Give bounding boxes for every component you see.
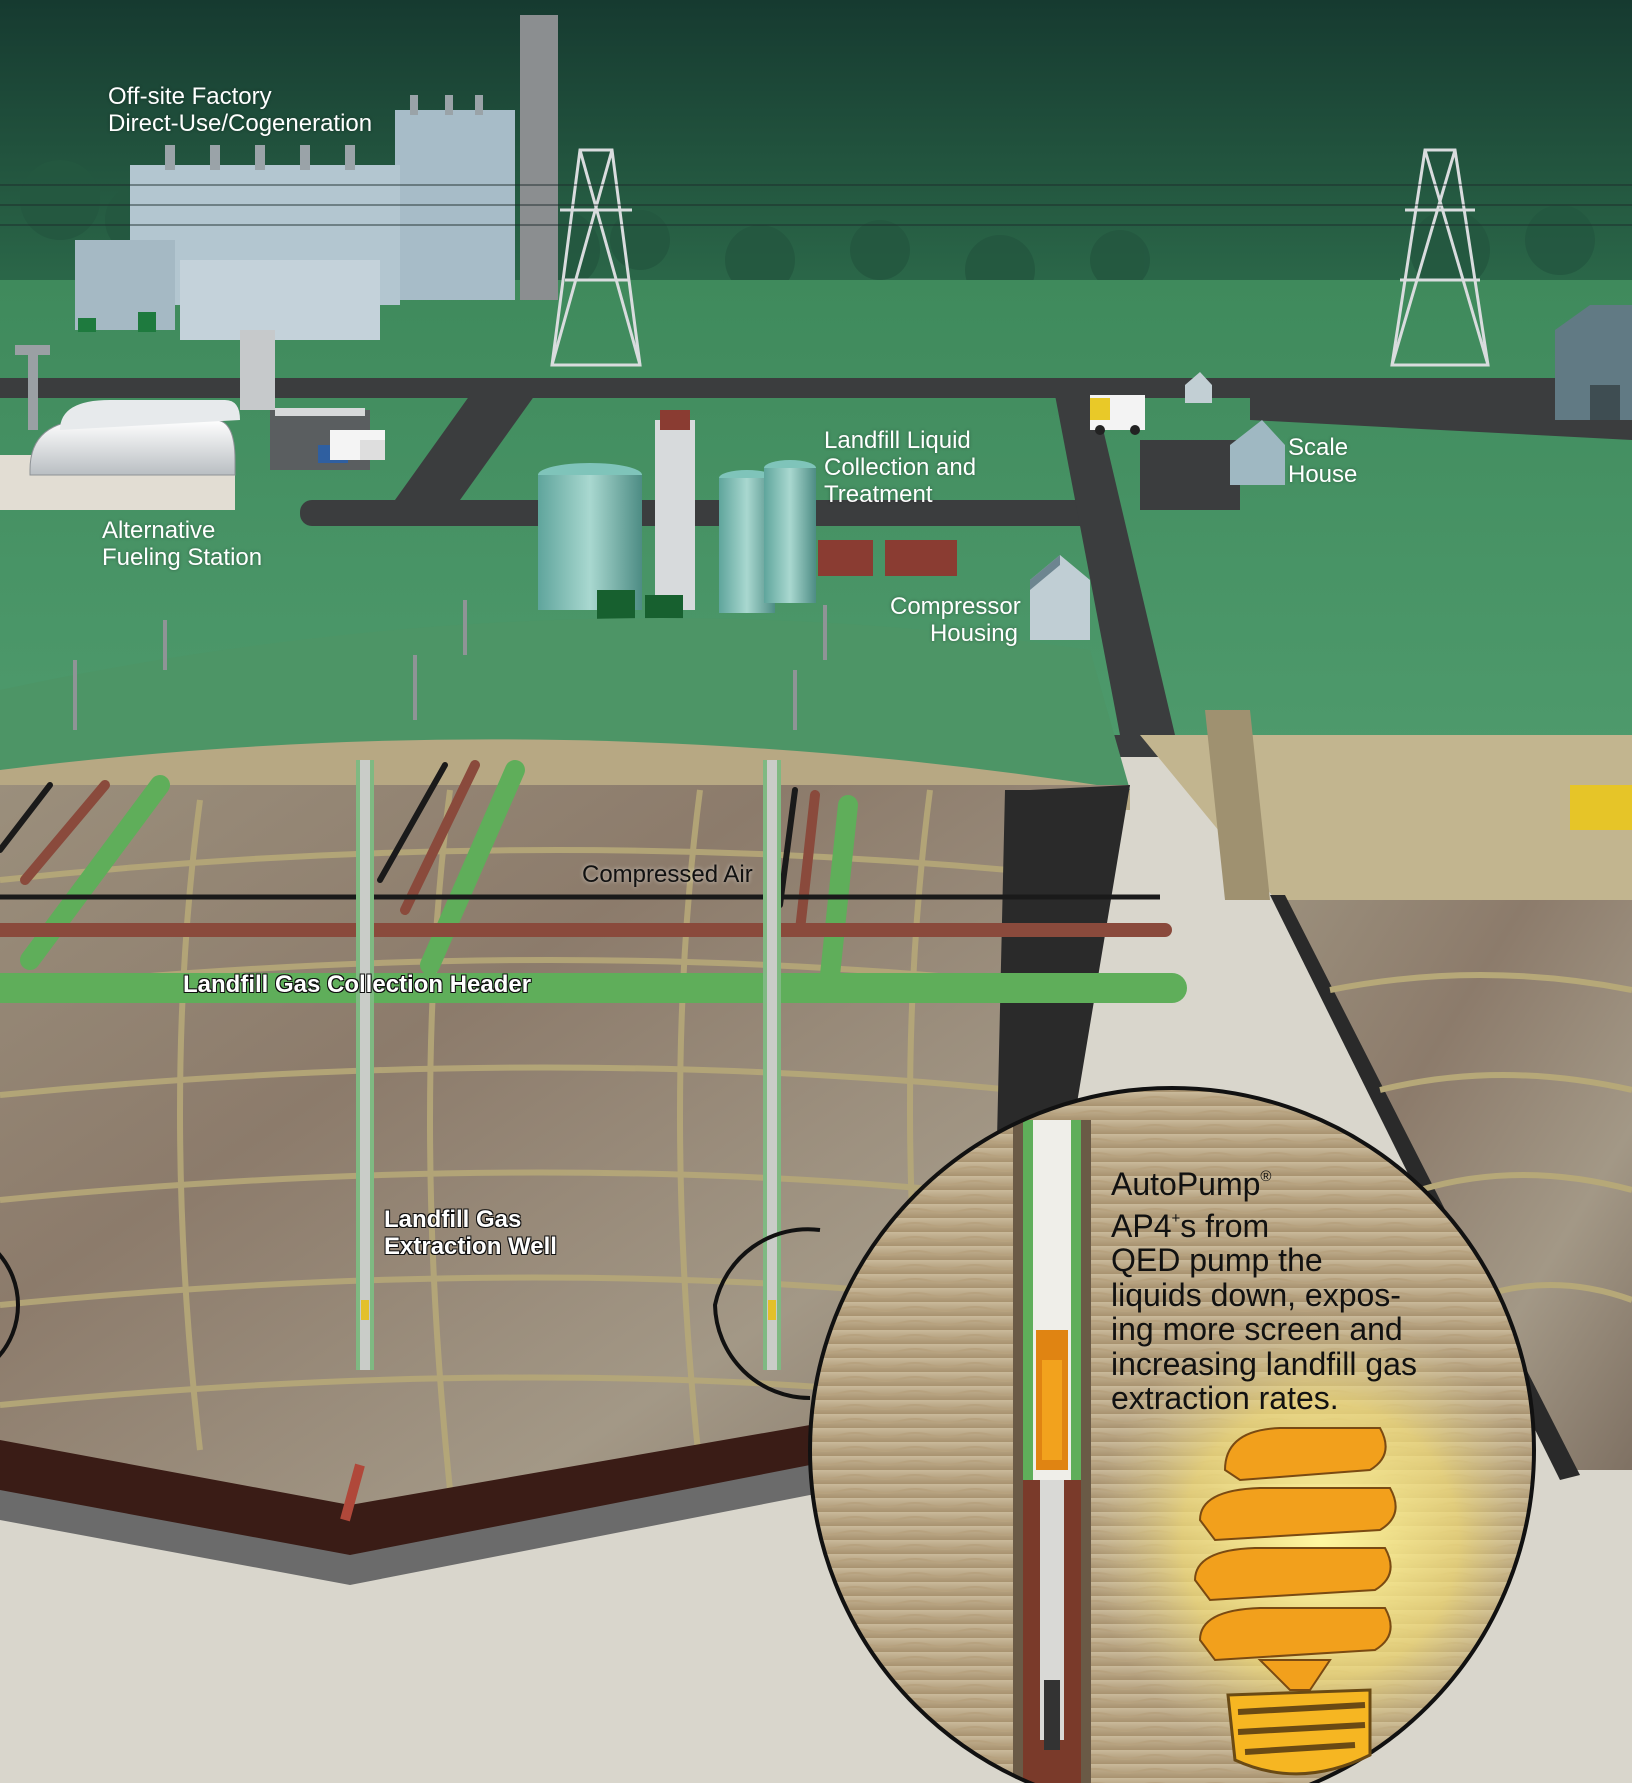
label-compressed-air: Compressed Air [582,861,753,888]
garbage-truck [1090,395,1145,435]
callout-line: QED pump the [1111,1242,1323,1278]
light-bulb-icon [1193,1427,1397,1776]
model-suffix: s from [1180,1207,1270,1244]
landfill-waste-mass [0,785,1130,1585]
callout-line: increasing landfill gas [1111,1345,1417,1382]
transmission-tower-right [1390,148,1490,367]
extraction-well-center [356,760,374,1370]
label-line: Collection and [824,454,977,481]
label-alternative-fueling-station: Alternative Fueling Station [102,517,262,571]
callout-line: extraction rates. [1111,1380,1339,1416]
extraction-well-right [763,760,781,1370]
magnifier-ring-left [0,1252,20,1358]
label-scale-house: Scale House [1288,434,1357,488]
liquid-treatment-plant [538,410,957,627]
label-line: Compressor [890,593,1021,620]
label-extraction-well: Landfill Gas Extraction Well [384,1206,557,1260]
callout-line: ing more screen and [1111,1311,1403,1347]
callout-line-model: AP4+s from [1111,1202,1417,1244]
label-line: Extraction Well [384,1233,557,1260]
label-line: Fueling Station [102,544,263,571]
label-line: Treatment [824,481,933,508]
model-name: AP4 [1111,1207,1172,1244]
transmission-tower-left [550,148,642,367]
label-line: Direct-Use/Cogeneration [108,110,373,137]
treeline [20,160,1595,305]
barn-building [1555,305,1632,420]
power-lines [0,184,1632,226]
callout-line: liquids down, expos- [1111,1276,1401,1313]
factory-building [75,15,558,340]
surface-well-heads [73,600,827,730]
label-line: Scale [1288,434,1349,461]
scale-house-building [1185,372,1285,485]
autopump-callout-text: AutoPump® AP4+s from QED pump the liquid… [1111,1160,1417,1416]
label-compressor-housing: Compressor Housing [890,593,1021,647]
label-line: Landfill Gas [384,1206,522,1233]
label-line: Landfill Gas Collection Header [183,971,532,998]
label-line: Landfill Liquid [824,427,971,454]
label-line: Compressed Air [582,861,753,888]
label-line: Housing [929,620,1018,647]
label-line: Off-site Factory [108,83,272,110]
label-gas-collection-header: Landfill Gas Collection Header [183,971,531,998]
fueling-station [0,330,385,510]
label-line: Alternative [102,517,216,544]
label-offsite-factory: Off-site Factory Direct-Use/Cogeneration [108,83,372,137]
callout-line-brand: AutoPump® [1111,1160,1417,1202]
model-plus: + [1171,1209,1181,1227]
brand-name: AutoPump [1111,1166,1261,1202]
label-line: House [1288,461,1358,488]
registered-mark: ® [1260,1168,1272,1185]
label-liquid-collection: Landfill Liquid Collection and Treatment [824,427,976,508]
magnifier-ring-right [712,1227,821,1400]
adjacent-cell [1140,710,1632,1480]
compressor-housing-building [1030,555,1090,640]
